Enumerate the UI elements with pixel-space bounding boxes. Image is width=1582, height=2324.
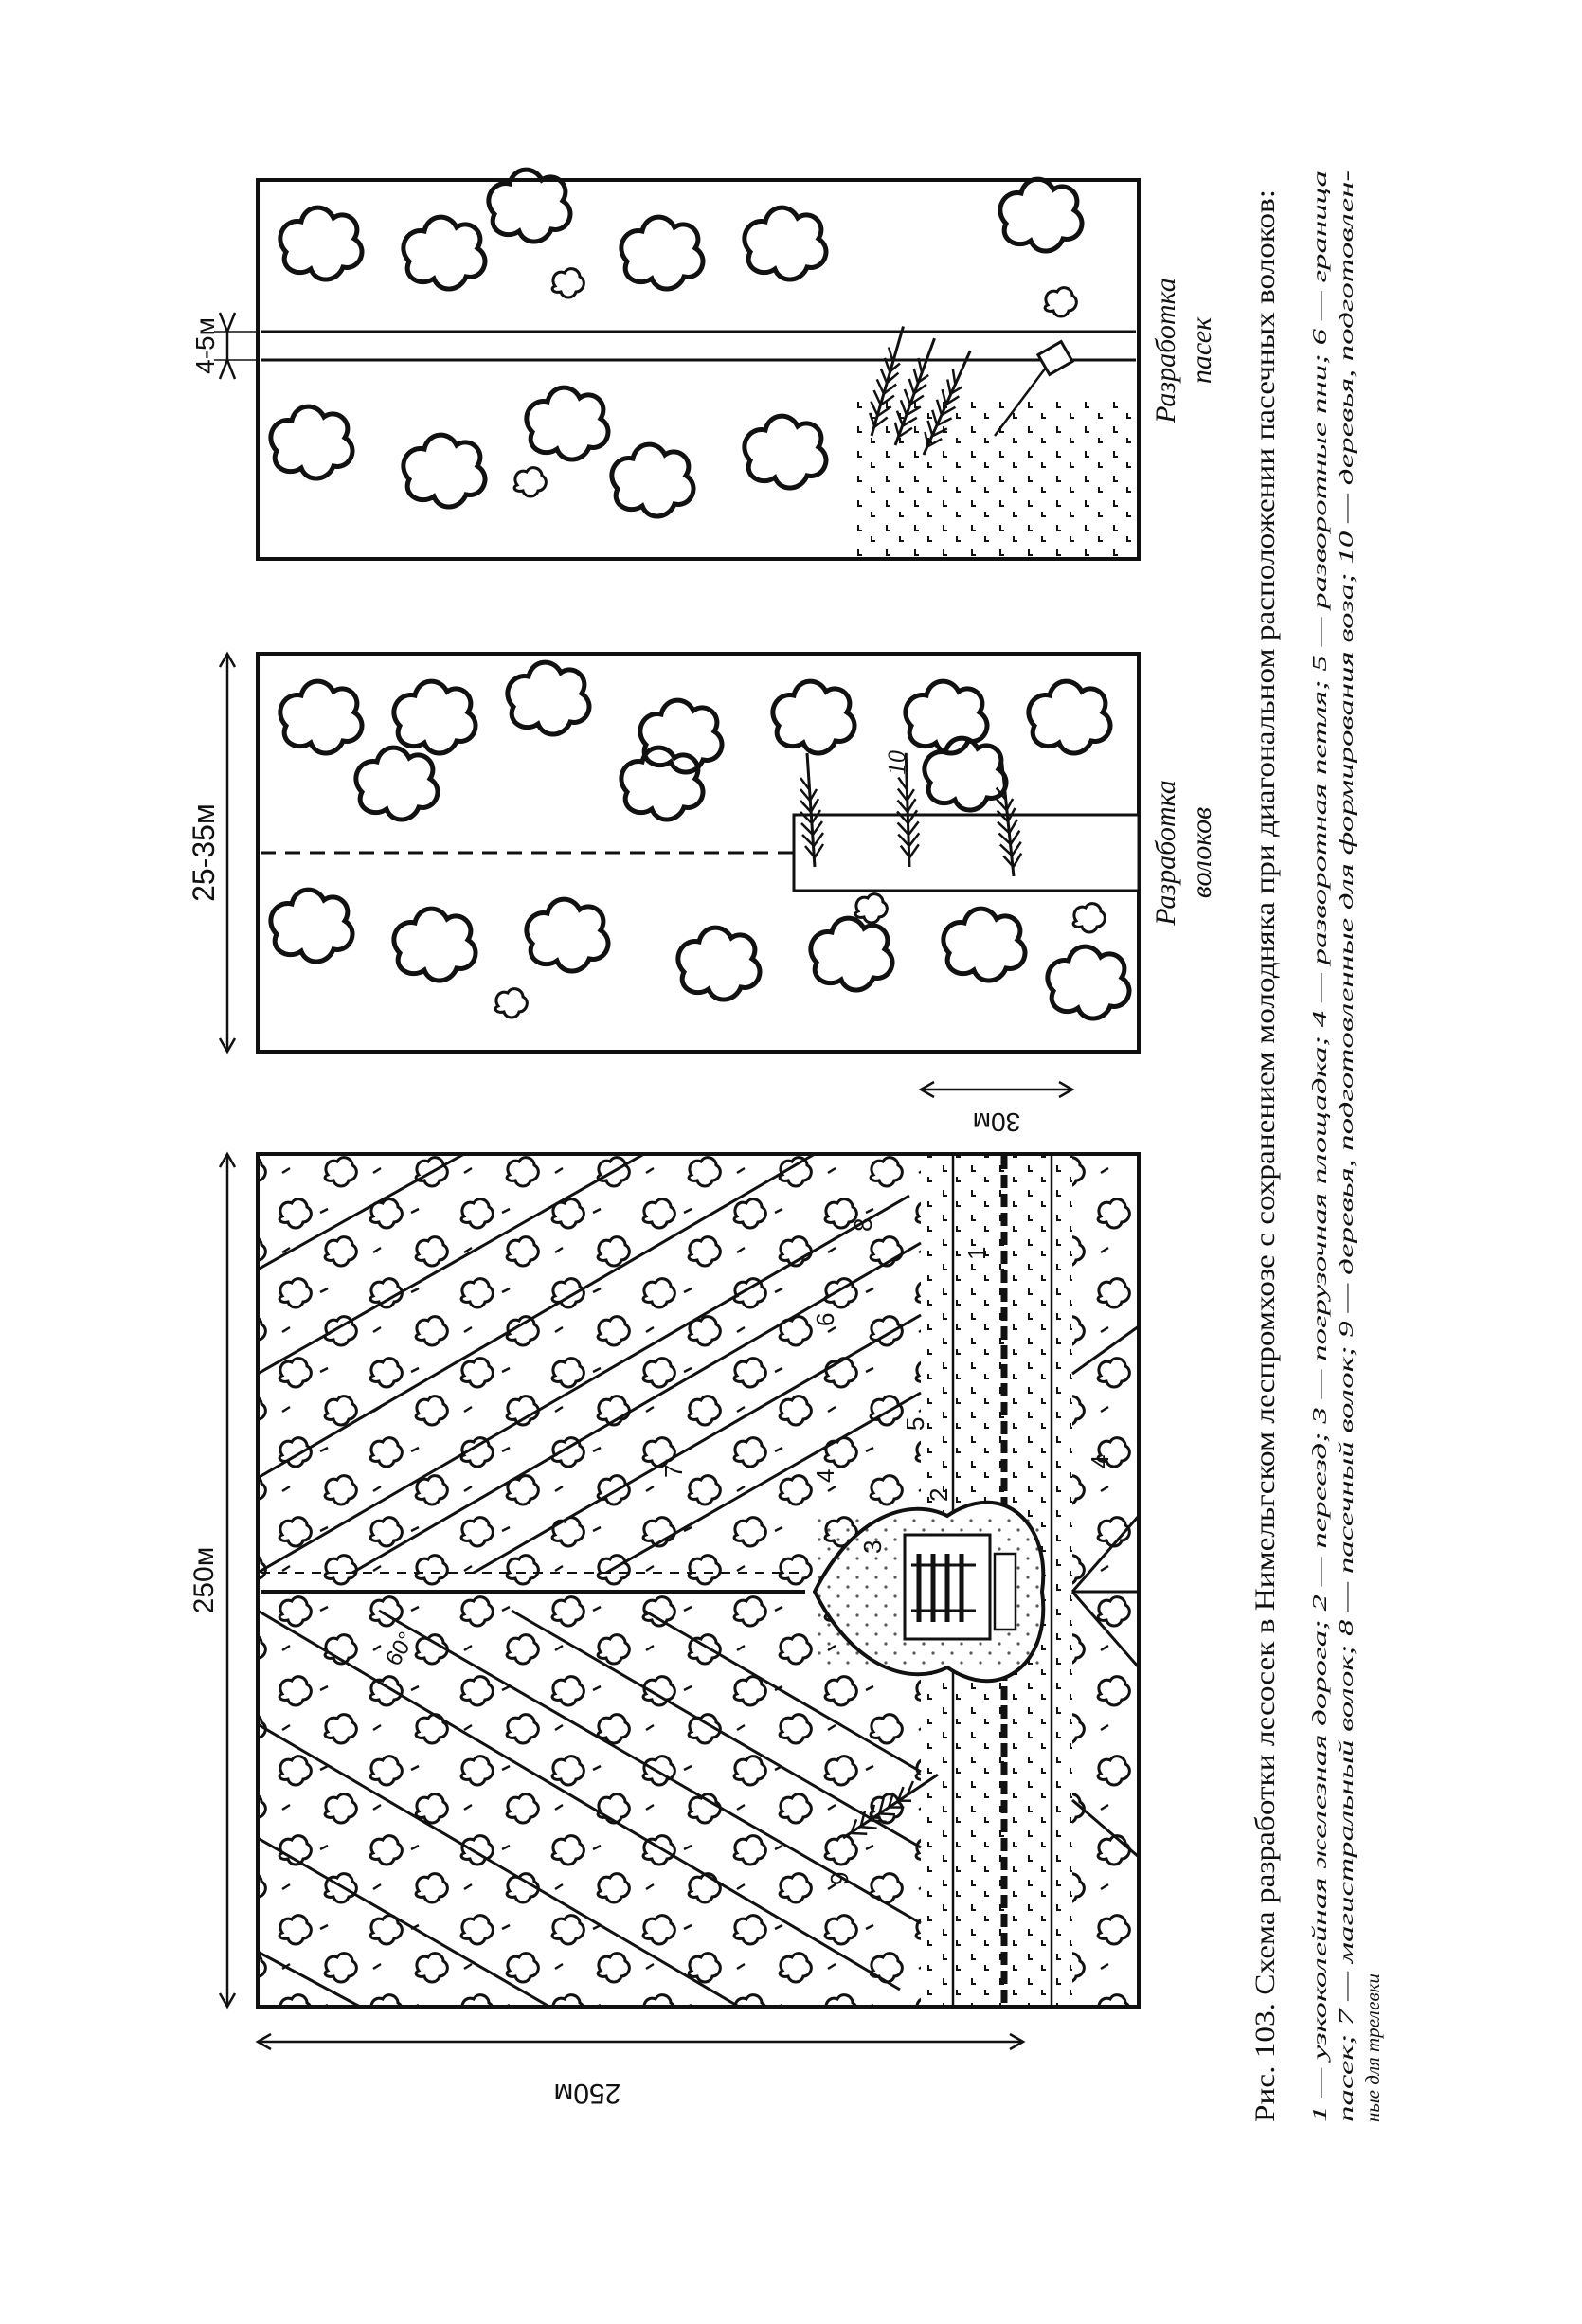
callout-2: 2 bbox=[925, 1488, 953, 1502]
callout-8: 8 bbox=[849, 1218, 877, 1232]
main-scheme: 250м 250м 30м 60° 1 2 3 4 5 6 7 8 9 4 bbox=[189, 1080, 1141, 2109]
cutting-area-border bbox=[256, 1152, 1141, 2009]
dim-height-label: 250м bbox=[554, 2078, 621, 2109]
skid-panel-label-2: волоков bbox=[1186, 807, 1217, 898]
strip-panel: 4-5м Разработка пасек bbox=[190, 170, 1217, 561]
callout-4: 4 bbox=[811, 1469, 839, 1483]
cleared-strip-area bbox=[853, 398, 1137, 559]
callout-1: 1 bbox=[962, 1247, 991, 1260]
strip-skid-trails bbox=[258, 1154, 922, 2007]
figure-caption: Рис. 103. Схема разработки лесосек в Ним… bbox=[1249, 171, 1384, 2122]
callout-3: 3 bbox=[858, 1540, 887, 1554]
dim-strip-label: 30м bbox=[973, 1108, 1020, 1137]
skid-trail-panel: 25-35м 10 Разработка волоков bbox=[187, 651, 1217, 1054]
callout-7: 7 bbox=[659, 1465, 688, 1478]
strip-panel-label-1: Разработка bbox=[1150, 278, 1181, 424]
far-side-trails bbox=[1070, 1324, 1141, 1859]
legend-line-1: 1 — узкоколейная железная дорога; 2 — пе… bbox=[1308, 171, 1331, 2122]
dim-strip-width-label: 4-5м bbox=[190, 317, 220, 374]
callout-4b: 4 bbox=[1086, 1455, 1114, 1468]
strip-panel-label-2: пасек bbox=[1186, 316, 1217, 384]
skidder-cable bbox=[994, 359, 1052, 437]
skidder-icon bbox=[1035, 339, 1075, 377]
cleared-skid-strip bbox=[792, 813, 1141, 892]
skid-panel-label-1: Разработка bbox=[1150, 780, 1181, 927]
railway-crossing bbox=[993, 1552, 1017, 1631]
legend-line-3: ные для трелевки bbox=[1361, 1973, 1384, 2122]
caption-title: Рис. 103. Схема разработки лесосек в Ним… bbox=[1249, 189, 1281, 2122]
callout-10: 10 bbox=[883, 750, 910, 775]
dim-width-label: 250м bbox=[189, 1547, 220, 1614]
forest-texture bbox=[258, 1154, 921, 2007]
legend-line-2: пасек; 7 — магистральный волок; 8 — пасе… bbox=[1335, 171, 1357, 2122]
callout-6: 6 bbox=[811, 1313, 839, 1326]
dim-skid-label: 25-35м bbox=[187, 803, 221, 902]
callout-5: 5 bbox=[901, 1417, 929, 1431]
callout-9: 9 bbox=[825, 1872, 854, 1885]
